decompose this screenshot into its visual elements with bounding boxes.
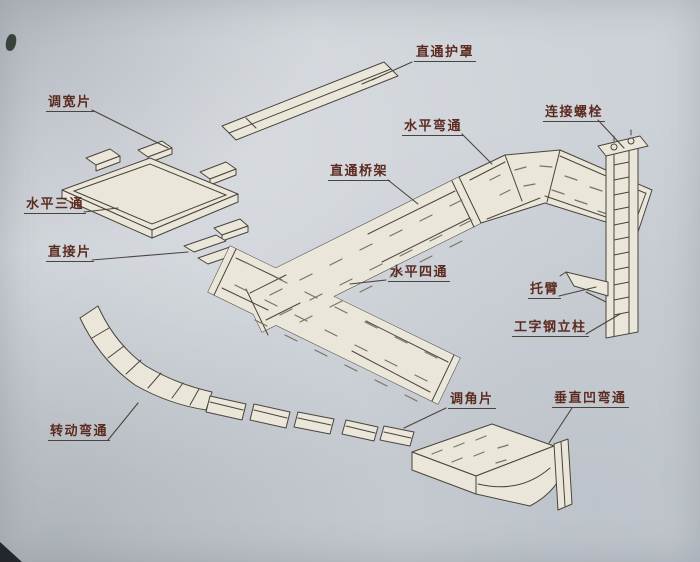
label-support-arm: 托臂	[528, 282, 562, 299]
horizontal-cross-and-runs	[207, 176, 482, 405]
i-beam-column-part	[597, 129, 649, 339]
label-straight-tray: 直通桥架	[328, 164, 391, 181]
label-vertical-concave-bend: 垂直凹弯通	[552, 391, 629, 408]
label-i-beam-column: 工字钢立柱	[512, 320, 589, 337]
label-width-adjust-piece: 调宽片	[46, 95, 94, 112]
label-horizontal-tee: 水平三通	[24, 197, 87, 214]
label-horizontal-cross: 水平四通	[388, 265, 451, 282]
straight-cover-part	[221, 61, 399, 141]
label-connector-piece: 直接片	[46, 245, 94, 262]
label-angle-adjust-piece: 调角片	[448, 392, 496, 409]
width-adjust-pieces	[85, 140, 249, 242]
angle-adjust-pieces	[341, 419, 415, 447]
label-horizontal-bend: 水平弯通	[402, 119, 465, 136]
label-straight-cover: 直通护罩	[414, 45, 477, 62]
tray-chain-segments	[205, 395, 335, 435]
vertical-concave-bend-part	[411, 423, 573, 511]
label-rotating-bend: 转动弯通	[48, 424, 111, 441]
support-arm-part	[559, 271, 609, 303]
horizontal-bend-part	[458, 149, 653, 233]
leader-lines	[83, 61, 625, 444]
rotating-bend-part	[79, 305, 213, 411]
label-connecting-bolt: 连接螺栓	[543, 105, 606, 122]
horizontal-tee-part	[61, 157, 239, 239]
